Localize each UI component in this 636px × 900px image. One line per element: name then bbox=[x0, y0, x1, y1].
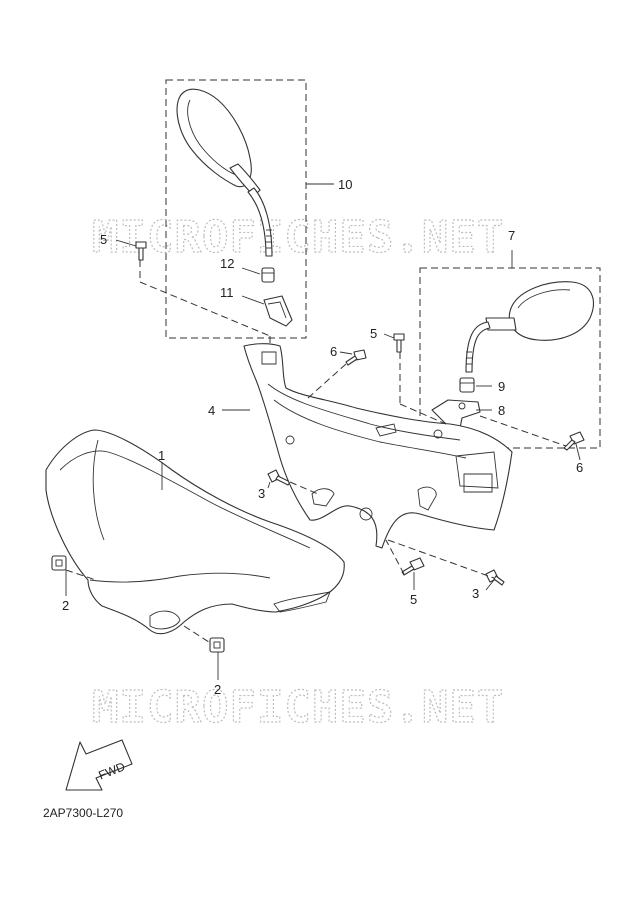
callout-10: 10 bbox=[338, 177, 352, 192]
clip-2-left bbox=[51, 555, 67, 571]
callout-4: 4 bbox=[208, 403, 215, 418]
watermark-bottom: MICROFICHES.NET bbox=[92, 682, 504, 733]
callout-2-left: 2 bbox=[62, 598, 69, 613]
callout-3-left: 3 bbox=[258, 486, 265, 501]
screw-5-bottom bbox=[401, 557, 425, 576]
callout-6-right: 6 bbox=[576, 460, 583, 475]
callout-5-right: 5 bbox=[370, 326, 377, 341]
callout-5-bottom: 5 bbox=[410, 592, 417, 607]
group-box-right-mirror bbox=[419, 267, 601, 449]
callout-8: 8 bbox=[498, 403, 505, 418]
screw-6-right bbox=[563, 431, 585, 451]
cover-11 bbox=[263, 295, 293, 327]
callout-5-left: 5 bbox=[100, 232, 107, 247]
clip-2-right bbox=[209, 637, 225, 653]
callout-7: 7 bbox=[508, 228, 515, 243]
watermark-top: MICROFICHES.NET bbox=[92, 212, 504, 263]
screw-3-right bbox=[485, 569, 505, 586]
group-box-left-mirror bbox=[165, 79, 307, 339]
mirror-right-assembly bbox=[465, 281, 594, 373]
nut-9 bbox=[459, 377, 475, 393]
diagram-code: 2AP7300-L270 bbox=[43, 806, 124, 820]
leader-lines bbox=[65, 183, 581, 680]
callout-9: 9 bbox=[498, 379, 505, 394]
mirror-left-assembly bbox=[176, 88, 273, 257]
callout-6-left: 6 bbox=[330, 344, 337, 359]
callout-3-right: 3 bbox=[472, 586, 479, 601]
screw-6-left bbox=[345, 349, 367, 366]
callout-labels: 10 12 11 5 7 5 6 9 8 4 6 1 3 2 5 3 2 bbox=[62, 177, 583, 697]
callout-11: 11 bbox=[220, 285, 234, 300]
callout-1: 1 bbox=[158, 448, 165, 463]
screw-5-top-left bbox=[135, 241, 147, 261]
callout-12: 12 bbox=[220, 256, 234, 271]
nut-12 bbox=[261, 267, 275, 283]
fwd-arrow bbox=[65, 739, 133, 791]
screw-3-left bbox=[267, 469, 291, 486]
screw-5-top-right bbox=[393, 333, 405, 353]
handlebar-front-cover-1 bbox=[45, 429, 345, 635]
callout-2-right: 2 bbox=[214, 682, 221, 697]
handlebar-upper-cover-4 bbox=[243, 343, 513, 549]
